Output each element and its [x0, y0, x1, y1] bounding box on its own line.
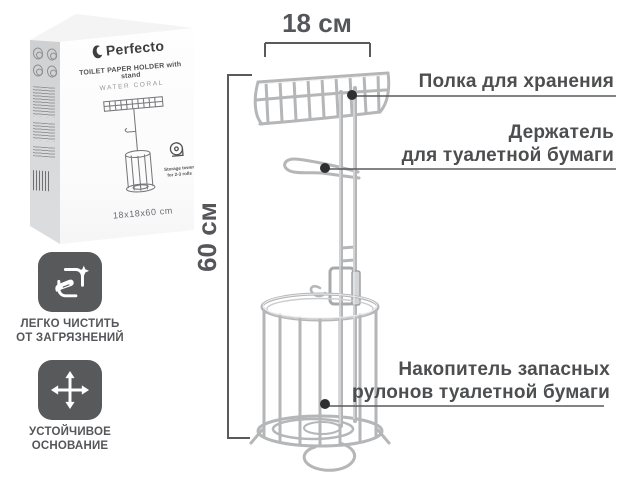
box-barcode — [33, 170, 50, 192]
crescent-logo-icon — [92, 44, 104, 59]
height-dimension-label: 60 см — [192, 202, 222, 272]
width-dimension-label: 18 см — [282, 8, 352, 38]
box-front-face: Perfecto TOILET PAPER HOLDER with stand … — [60, 28, 194, 244]
chrome-highlights — [258, 74, 388, 424]
box-side-text — [33, 86, 55, 158]
callout-shelf-label: Полка для хранения — [418, 71, 614, 92]
feature-stable-base: УСТОЙЧИВОЕ ОСНОВАНИЕ — [4, 360, 136, 454]
product-packaging: Perfecto TOILET PAPER HOLDER with stand … — [26, 12, 198, 252]
toilet-roll-icon — [169, 142, 184, 157]
easy-clean-icon — [38, 252, 102, 312]
width-dimension-line — [264, 42, 371, 57]
box-roll-capacity: Storage tower for 2-3 rolls — [156, 139, 194, 179]
toilet-paper-stand-art — [249, 71, 391, 472]
roll-note-line2: for 2-3 rolls — [167, 170, 193, 178]
callout-holder-label: Держатель для туалетной бумаги — [401, 122, 614, 166]
box-side-face — [30, 40, 60, 244]
box-product-drawing — [103, 96, 164, 193]
stable-base-icon — [38, 360, 102, 420]
feature-label: УСТОЙЧИВОЕ ОСНОВАНИЕ — [28, 426, 112, 453]
box-feature-icon — [33, 64, 43, 77]
box-feature-icon — [47, 65, 57, 78]
callout-dots — [320, 90, 357, 409]
feature-label: ЛЕГКО ЧИСТИТЬ ОТ ЗАГРЯЗНЕНИЙ — [16, 318, 124, 345]
height-dimension-line — [227, 74, 252, 439]
feature-easy-clean: ЛЕГКО ЧИСТИТЬ ОТ ЗАГРЯЗНЕНИЙ — [4, 252, 136, 346]
box-side-icons — [33, 47, 57, 78]
callout-lines — [325, 95, 616, 407]
brand-name: Perfecto — [105, 37, 165, 59]
box-feature-icon — [47, 48, 57, 61]
callout-storage-label: Накопитель запасных рулонов туалетной бу… — [352, 359, 610, 403]
box-feature-icon — [33, 47, 43, 60]
